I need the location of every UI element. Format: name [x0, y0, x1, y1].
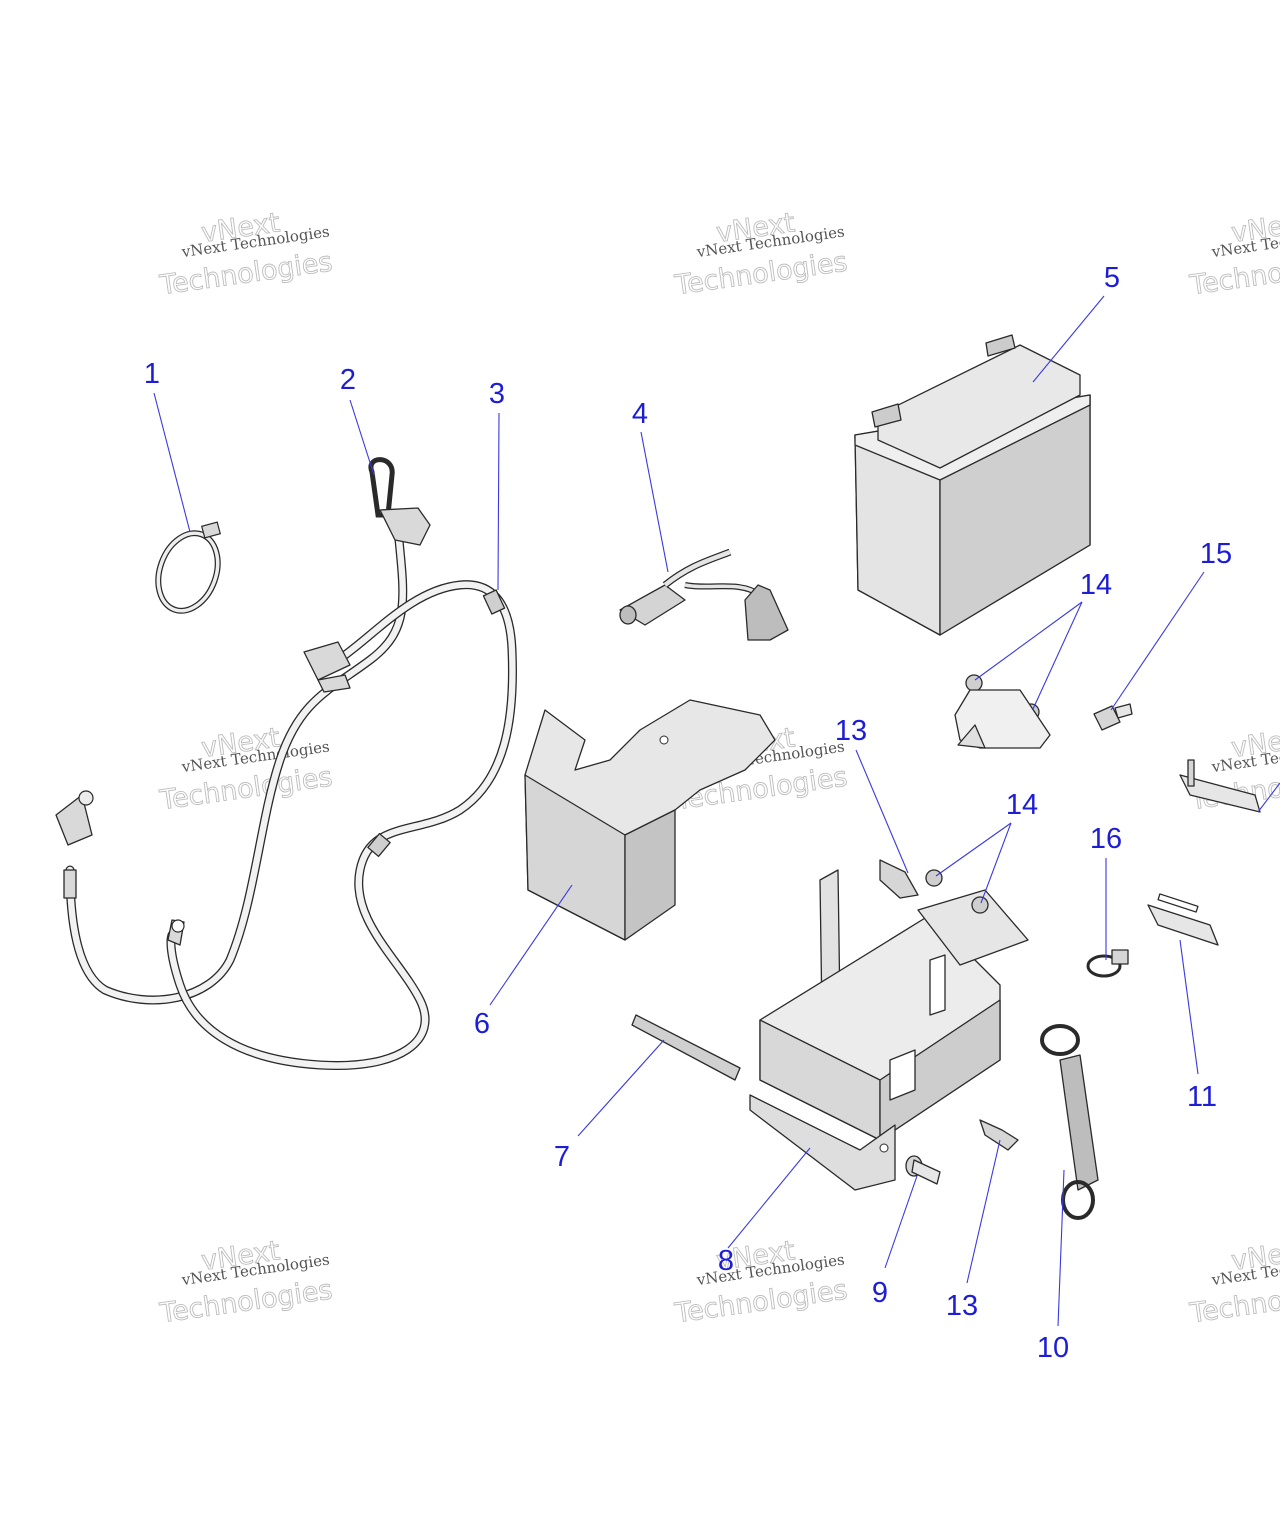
- starter-relay: [954, 689, 1051, 749]
- part-1-cable-tie: [155, 521, 222, 614]
- watermark-3: vNext vNext Technologies Technologies: [1187, 207, 1280, 302]
- callout-1: 1: [144, 358, 160, 390]
- part-6-battery-cover: [524, 699, 776, 941]
- callout-7: 7: [554, 1141, 570, 1173]
- leader-11b: [1257, 782, 1280, 813]
- part-9-bolt: [905, 1155, 941, 1185]
- part-8-battery-tray: [749, 869, 1029, 1191]
- watermark-4: vNext vNext Technologies Technologies: [157, 722, 335, 817]
- callout-8: 8: [718, 1245, 734, 1277]
- callout-13-upper: 13: [835, 715, 867, 747]
- leader-8: [727, 1147, 811, 1249]
- leader-14a-2: [1032, 601, 1083, 710]
- leader-1: [153, 392, 191, 533]
- part-13-clip-upper: [879, 859, 919, 899]
- leader-15: [1110, 571, 1205, 711]
- part-14-nut-3: [925, 869, 943, 887]
- callout-14-upper: 14: [1080, 569, 1112, 601]
- leader-9: [884, 1175, 918, 1269]
- part-10-rubber-strap: [1040, 1024, 1099, 1220]
- part-13-clip-lower: [979, 1119, 1019, 1151]
- leader-13b: [966, 1139, 1001, 1284]
- part-15-terminal-bolt: [1093, 703, 1133, 731]
- leader-5: [1032, 295, 1105, 383]
- leader-4: [640, 431, 669, 573]
- callout-13-lower: 13: [946, 1290, 978, 1322]
- part-5-battery: [854, 334, 1091, 636]
- leader-7: [577, 1039, 665, 1137]
- watermark-8: vNext vNext Technologies Technologies: [672, 1235, 850, 1330]
- watermark-1: vNext vNext Technologies Technologies: [157, 207, 335, 302]
- part-14-nut-4: [971, 896, 989, 914]
- callout-4: 4: [632, 398, 648, 430]
- callout-15: 15: [1200, 538, 1232, 570]
- callout-6: 6: [474, 1008, 490, 1040]
- callout-11: 11: [1187, 1081, 1217, 1113]
- part-11-hold-down-plate: [1147, 759, 1261, 946]
- callout-3: 3: [489, 378, 505, 410]
- part-4-terminal-boot: [619, 548, 789, 641]
- leader-3: [497, 412, 500, 591]
- leader-6: [489, 884, 573, 1006]
- part-16-clamp: [1086, 949, 1129, 978]
- watermark-2: vNext vNext Technologies Technologies: [672, 207, 850, 302]
- part-7-foam-strip: [631, 1014, 741, 1081]
- callout-10: 10: [1037, 1332, 1069, 1364]
- leader-10: [1057, 1169, 1065, 1327]
- leader-14b-1: [935, 822, 1012, 877]
- part-3-positive-cable: [166, 580, 517, 1071]
- callout-2: 2: [340, 364, 356, 396]
- leader-13a: [855, 749, 909, 874]
- leader-14a-1: [974, 601, 1083, 681]
- leader-11a: [1179, 939, 1199, 1075]
- watermark-7: vNext vNext Technologies Technologies: [157, 1235, 335, 1330]
- callout-5: 5: [1104, 262, 1120, 294]
- callout-14-lower: 14: [1006, 789, 1038, 821]
- part-2-ground-cable: [55, 457, 431, 1005]
- callout-9: 9: [872, 1277, 888, 1309]
- watermark-9: vNext vNext Technologies Technologies: [1187, 1235, 1280, 1330]
- callout-16: 16: [1090, 823, 1122, 855]
- leader-14b-2: [980, 822, 1012, 904]
- leader-2: [349, 399, 375, 476]
- part-14-nut-1: [965, 674, 983, 692]
